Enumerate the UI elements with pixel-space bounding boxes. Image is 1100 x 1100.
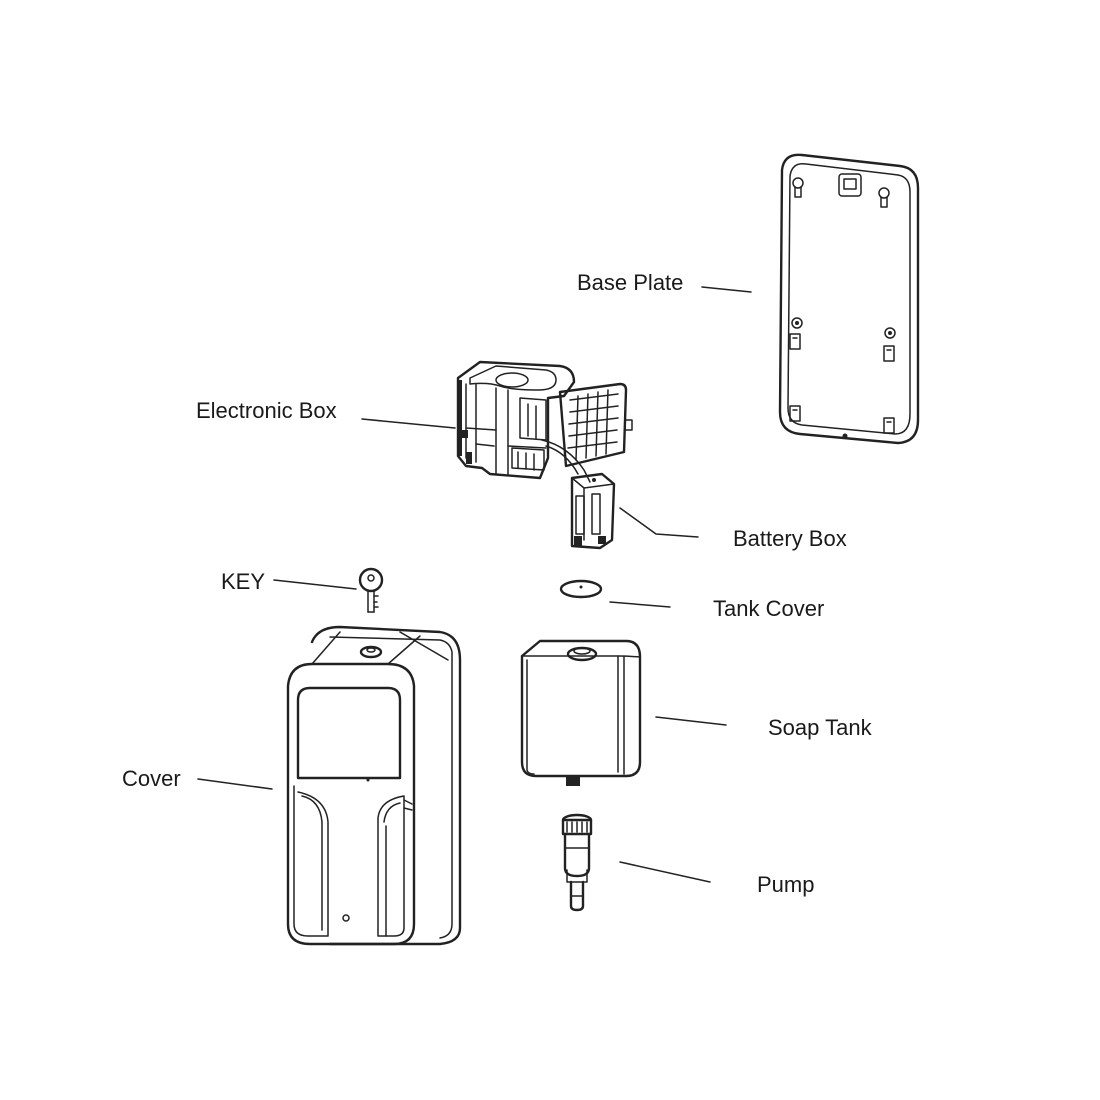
- cover-drawing: [286, 625, 462, 946]
- soap-tank-drawing: [520, 639, 642, 786]
- tank-cover-drawing: [559, 579, 603, 599]
- soap-tank-label: Soap Tank: [768, 715, 872, 740]
- battery-box-drawing: [570, 472, 616, 550]
- battery-box-label: Battery Box: [733, 526, 847, 551]
- cover-label: Cover: [122, 766, 181, 791]
- leader-lines: [197, 286, 752, 883]
- key-label: KEY: [221, 569, 266, 594]
- pump-label: Pump: [757, 872, 815, 897]
- electronic-box-drawing: [456, 360, 633, 483]
- base-plate-drawing: [778, 153, 920, 445]
- electronic-box-label: Electronic Box: [196, 398, 337, 423]
- tank-cover-label: Tank Cover: [713, 596, 825, 621]
- key-drawing: [358, 567, 384, 613]
- pump-drawing: [561, 813, 593, 912]
- base-plate-label: Base Plate: [577, 270, 684, 295]
